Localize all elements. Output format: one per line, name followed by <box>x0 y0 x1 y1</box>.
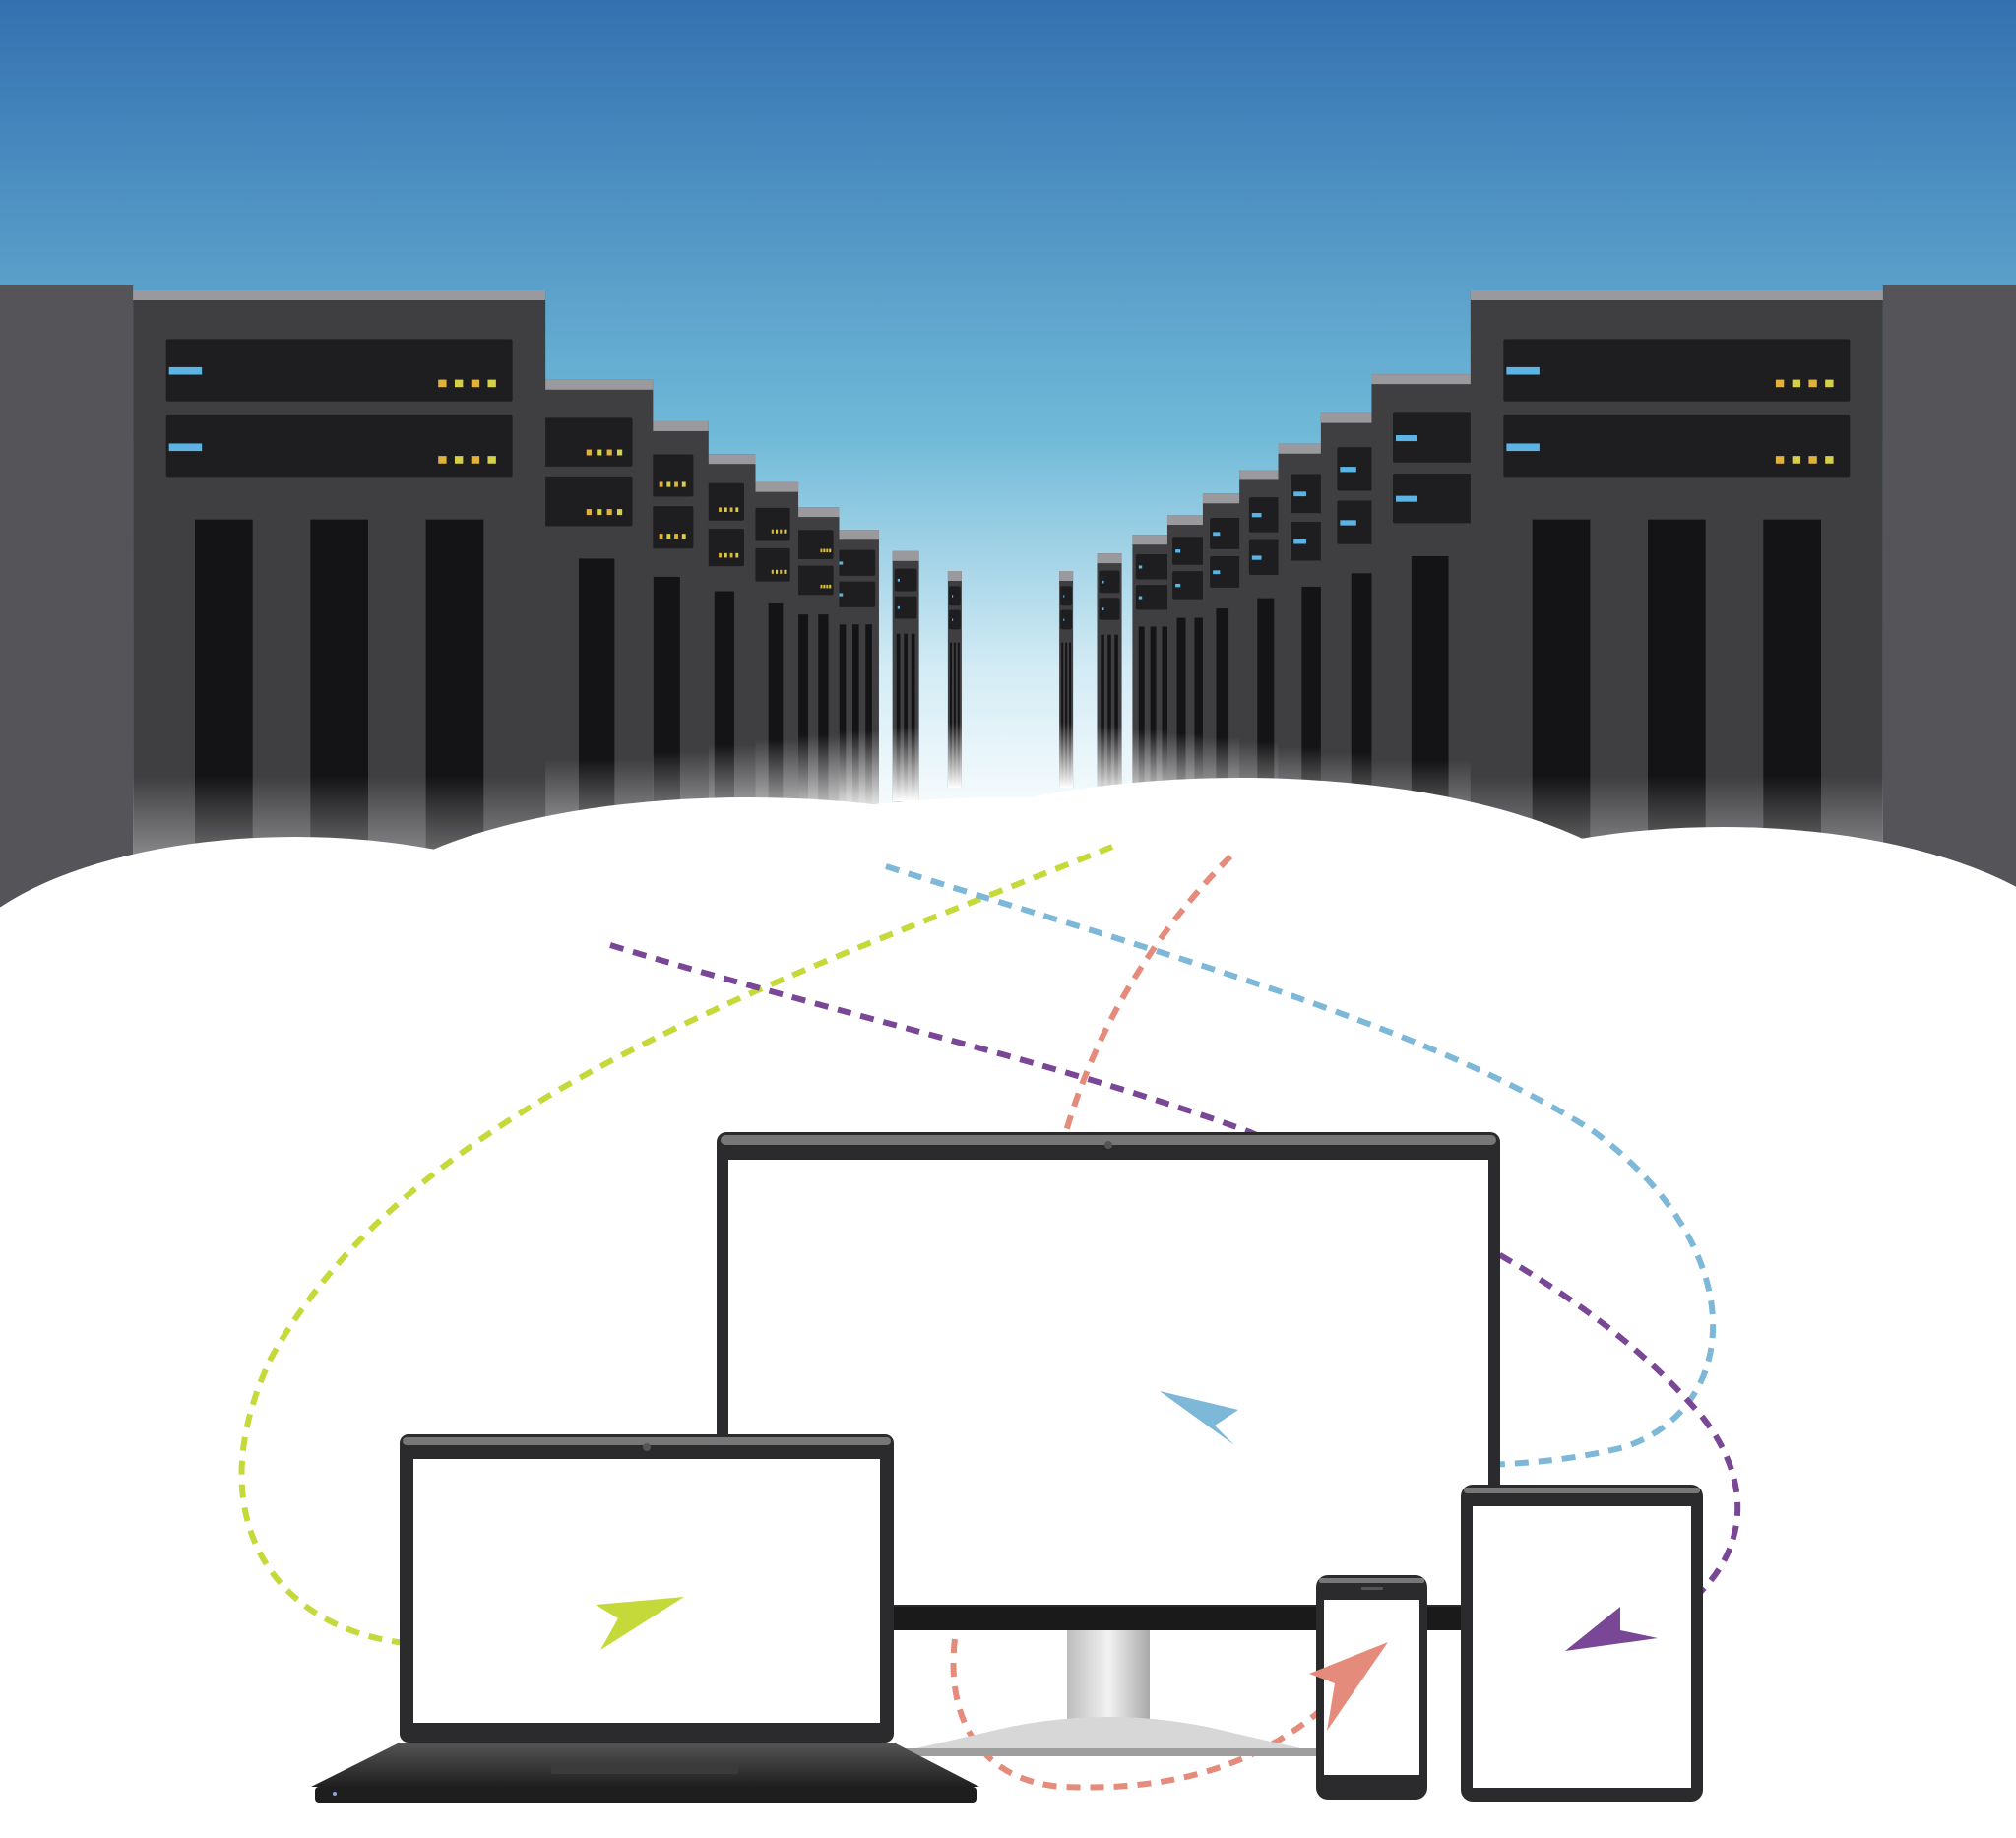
connection-arrows <box>596 1391 1658 1731</box>
server-rack <box>1059 571 1074 788</box>
server-rack <box>947 571 962 788</box>
smartphone-icon <box>1316 1575 1427 1800</box>
arrow-to-tablet <box>1565 1607 1658 1651</box>
server-rack <box>832 530 879 817</box>
server-rack <box>1097 553 1122 800</box>
connection-path-phone-lower <box>950 1638 1361 1791</box>
connection-path-tablet <box>609 942 1741 1637</box>
server-rack <box>892 550 919 802</box>
connection-path-phone <box>1060 854 1233 1143</box>
arrow-to-laptop <box>596 1597 684 1650</box>
server-rack <box>1132 535 1174 813</box>
laptop-icon <box>311 1434 979 1803</box>
arrow-to-monitor <box>1160 1391 1238 1445</box>
laptop-screen <box>413 1459 880 1723</box>
arrow-to-phone <box>1309 1642 1388 1731</box>
